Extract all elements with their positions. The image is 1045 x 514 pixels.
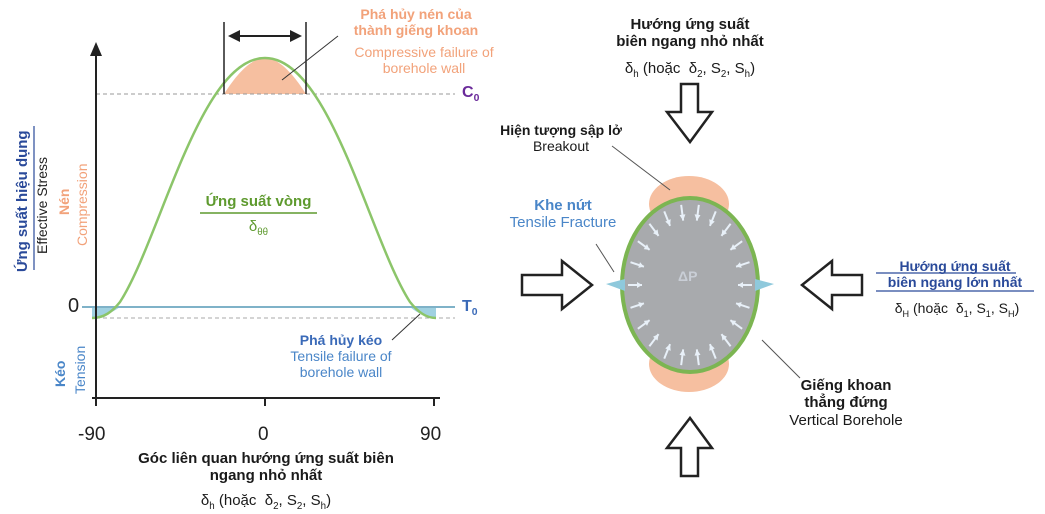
borehole-label-vi: Giếng khoan [800, 377, 892, 394]
hoop-stress-curve [91, 56, 437, 320]
borehole-circle [620, 196, 760, 374]
max-stress-formula: δH (hoặc δ1, S1, SH) [894, 300, 1020, 319]
yaxis-label-en: Effective Stress [34, 156, 50, 254]
compressive-pointer [281, 35, 339, 81]
pressure-arrow-head [721, 334, 727, 341]
min-stress-formula: δh (hoặc δ2, S2, Sh) [624, 60, 756, 80]
fracture-label-en: Tensile Fracture [509, 214, 617, 232]
max-stress-title: Hướng ứng suất [899, 258, 1011, 274]
pressure-arrow-head [665, 219, 671, 226]
bracket-arrow-right [290, 30, 302, 42]
pressure-arrow-head [730, 320, 737, 326]
compression-label-en: Compression [74, 163, 90, 246]
pressure-arrow-head [709, 344, 715, 351]
pressure-arrow-head [638, 302, 644, 308]
borehole-label-en: Vertical Borehole [789, 411, 903, 429]
xaxis-formula: δh (hoặc δ2, S2, Sh) [200, 492, 332, 512]
pressure-arrow-head [736, 262, 742, 268]
hoop-stress-label: Ứng suất vòng [205, 193, 312, 210]
pressure-arrow-head [738, 282, 743, 288]
tension-label-vi: Kéo [52, 360, 68, 387]
fracture-right [755, 279, 774, 291]
pressure-arrow-head [637, 282, 642, 288]
pressure-arrow-head [736, 302, 742, 308]
borehole-label-vi2: thẳng đứng [804, 394, 888, 412]
compressive-failure-zone [224, 58, 306, 94]
max-stress-arrow-left [520, 258, 595, 312]
min-stress-arrow-bottom [664, 415, 715, 478]
max-stress-arrow-right [799, 258, 864, 312]
pressure-arrow-head [679, 349, 686, 356]
hoop-stress-symbol: δθθ [248, 218, 269, 238]
pressure-arrow-head [643, 244, 650, 250]
tension-label-en: Tension [72, 345, 88, 394]
breakout-label-en: Breakout [532, 138, 590, 155]
pressure-arrows [628, 204, 752, 366]
max-stress-title2: biên ngang lớn nhất [887, 274, 1023, 291]
compressive-failure-en2: borehole wall [382, 60, 466, 77]
tensile-failure-vi: Phá hủy kéo [299, 332, 383, 348]
pressure-arrow-head [694, 349, 701, 356]
x-tick-label-0: 0 [258, 424, 269, 445]
min-stress-title2: biên ngang nhỏ nhất [616, 33, 764, 51]
bracket-arrow-left [228, 30, 240, 42]
min-stress-title: Hướng ứng suất [630, 16, 750, 33]
pressure-arrow-head [694, 214, 701, 221]
fracture-label-vi: Khe nứt [534, 197, 592, 214]
pressure-arrow-head [665, 344, 671, 351]
breakout-label-vi: Hiện tượng sập lở [500, 122, 622, 138]
x-tick-label-90: 90 [420, 424, 442, 445]
tensile-pointer [391, 313, 421, 341]
pressure-arrow-head [721, 229, 727, 236]
pressure-label: ΔP [678, 268, 698, 284]
c0-label: C0 [462, 84, 480, 105]
pressure-arrow-head [709, 219, 715, 226]
xaxis-label-vi2: ngang nhỏ nhất [209, 467, 323, 485]
compressive-failure-vi: Phá hủy nén của [360, 6, 472, 22]
pressure-arrow-head [653, 334, 659, 341]
pressure-arrow-head [679, 214, 686, 221]
y-axis-arrow [90, 42, 102, 56]
t0-label: T0 [462, 298, 478, 319]
yaxis-label-vi: Ứng suất hiệu dụng [14, 130, 31, 272]
zero-label: 0 [68, 295, 80, 317]
pressure-arrow-head [643, 320, 650, 326]
borehole-pointer [761, 339, 801, 379]
x-tick-label-neg90: -90 [78, 424, 106, 445]
pressure-arrow-head [638, 262, 644, 268]
compressive-failure-en: Compressive failure of [354, 44, 494, 60]
tension-zone-right [410, 307, 436, 318]
compressive-failure-vi2: thành giếng khoan [353, 22, 479, 39]
fracture-left [606, 279, 625, 291]
pressure-arrow-head [653, 229, 659, 236]
fracture-pointer [595, 243, 615, 273]
pressure-arrow-head [730, 244, 737, 250]
xaxis-label-vi: Góc liên quan hướng ứng suất biên [138, 450, 394, 467]
tensile-failure-en2: borehole wall [299, 364, 383, 381]
breakout-pointer [611, 145, 671, 191]
compression-label-vi: Nén [56, 188, 72, 215]
tensile-failure-en: Tensile failure of [290, 348, 392, 365]
min-stress-arrow-top [664, 82, 715, 145]
